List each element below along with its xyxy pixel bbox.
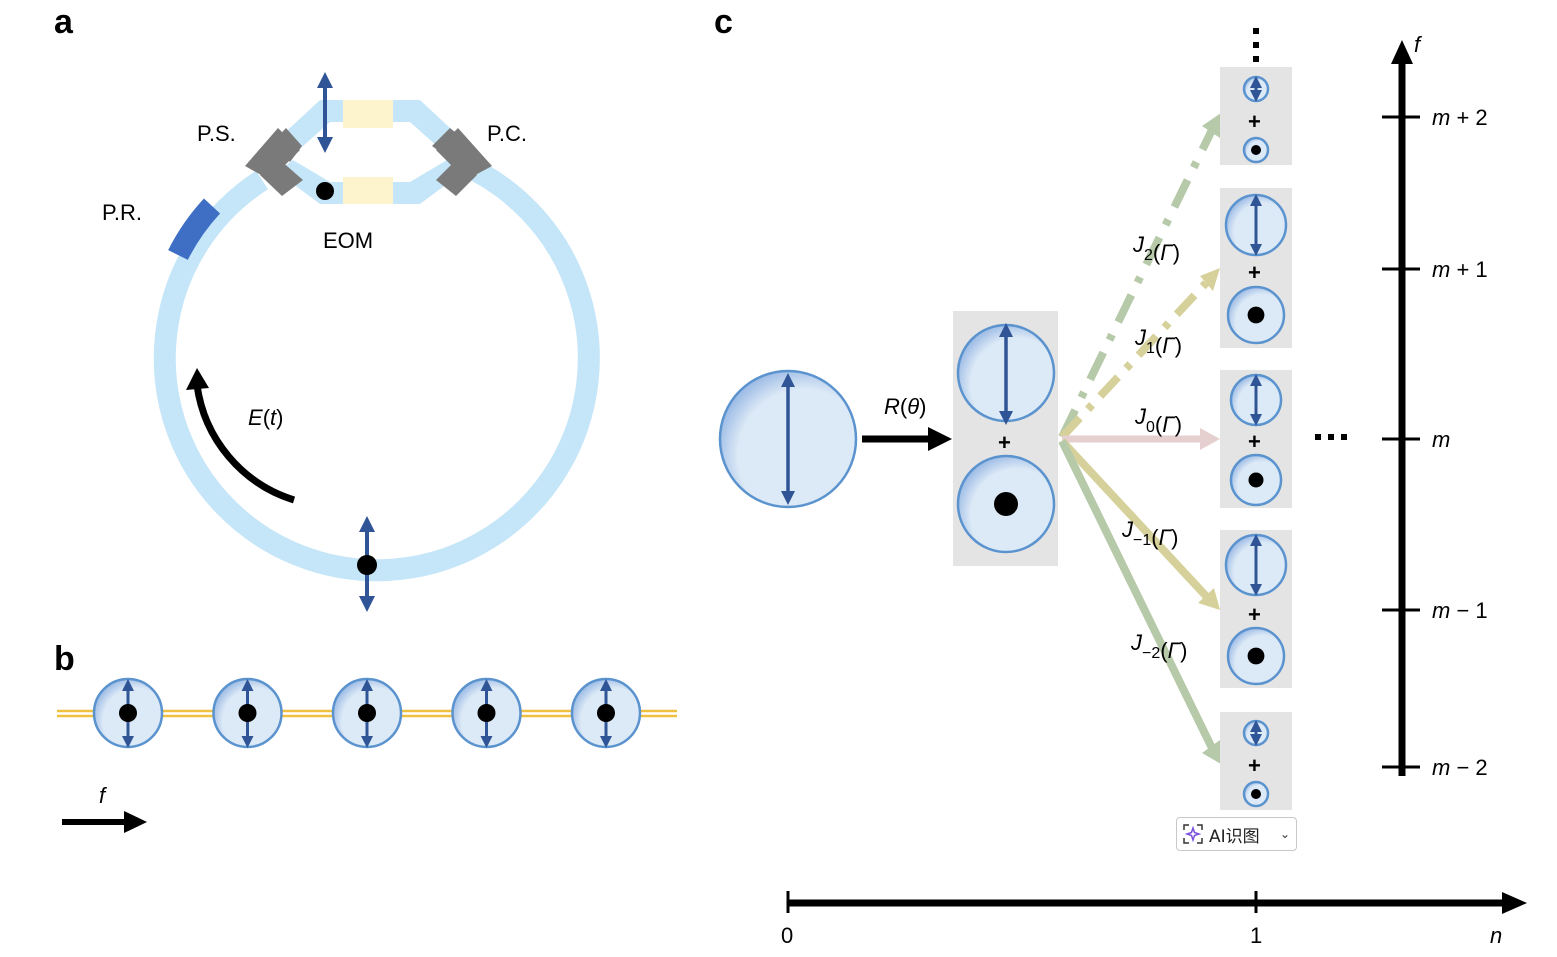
circulation-arrowhead bbox=[186, 368, 209, 390]
fiber-mode bbox=[212, 677, 283, 749]
panel-label-a: a bbox=[54, 3, 74, 41]
panel-c: c R(θ) + bbox=[714, 3, 1527, 948]
panel-b: b f bbox=[54, 640, 677, 833]
plus-sign: + bbox=[1248, 429, 1261, 454]
f-tick-label-4: m − 2 bbox=[1432, 755, 1488, 780]
coupling-arrow-j2 bbox=[1058, 128, 1216, 439]
horizontal-ellipsis bbox=[1315, 434, 1347, 440]
axis-label-f-b: f bbox=[99, 783, 108, 808]
output-box-m-plus-1: + bbox=[1220, 188, 1292, 348]
coupling-arrow-jm2 bbox=[1058, 439, 1216, 750]
f-axis-arrowhead bbox=[1391, 40, 1413, 64]
panel-a: a P.S. P.C. P.R. EOM bbox=[54, 3, 600, 612]
n-axis-label: n bbox=[1490, 923, 1502, 948]
plus-sign: + bbox=[1248, 753, 1261, 778]
n-axis-arrowhead bbox=[1502, 892, 1527, 914]
chevron-down-icon: ⌄ bbox=[1279, 827, 1290, 841]
plus-sign: + bbox=[1248, 260, 1261, 285]
f-axis-label: f bbox=[1414, 32, 1423, 57]
polarization-dot bbox=[316, 182, 334, 200]
decomposed-state-box: + bbox=[953, 311, 1058, 566]
n-tick-label-0: 0 bbox=[781, 923, 793, 948]
label-pr: P.R. bbox=[102, 200, 142, 225]
ring-waveguide bbox=[153, 151, 600, 582]
eom-lower-crystal bbox=[343, 177, 393, 204]
input-mode bbox=[718, 369, 858, 509]
coupling-arrowhead-jm1 bbox=[1198, 588, 1220, 610]
output-box-m-minus-2: + bbox=[1220, 712, 1292, 810]
rotation-label: R(θ) bbox=[884, 394, 926, 419]
f-axis: f m + 2 m + 1 m m − 1 m − 2 bbox=[1382, 32, 1488, 780]
n-axis: 0 1 n bbox=[781, 891, 1527, 948]
output-box-m-plus-2: + bbox=[1220, 67, 1292, 165]
f-tick-label-1: m + 1 bbox=[1432, 257, 1488, 282]
coupling-label-0: J2(Γ) bbox=[1132, 232, 1180, 265]
fiber-mode bbox=[331, 677, 403, 749]
field-label: E(t) bbox=[248, 405, 283, 430]
polarization-switch-coupler bbox=[245, 128, 303, 196]
coupling-label-4: J−2(Γ) bbox=[1130, 630, 1187, 663]
circulation-arrow bbox=[193, 384, 296, 504]
fiber-mode bbox=[451, 677, 522, 749]
polarization-rotator bbox=[168, 198, 221, 261]
coupling-label-2: J0(Γ) bbox=[1134, 404, 1182, 437]
rotation-arrowhead bbox=[928, 427, 952, 451]
eom-upper-crystal bbox=[343, 100, 393, 128]
f-direction-arrowhead bbox=[124, 811, 147, 833]
n-tick-label-1: 1 bbox=[1250, 923, 1262, 948]
plus-sign: + bbox=[1248, 602, 1261, 627]
output-box-m: + bbox=[1220, 370, 1292, 508]
panel-label-b: b bbox=[54, 640, 75, 678]
f-tick-label-2: m bbox=[1432, 427, 1450, 452]
label-pc: P.C. bbox=[487, 121, 527, 146]
eom-interferometer bbox=[277, 100, 463, 204]
coupling-arrowhead-j2 bbox=[1202, 113, 1221, 138]
ai-image-recognition-button[interactable]: AI识图 ⌄ bbox=[1176, 817, 1297, 851]
ai-sparkle-icon bbox=[1183, 824, 1203, 844]
f-tick-label-0: m + 2 bbox=[1432, 105, 1488, 130]
ai-button-label: AI识图 bbox=[1209, 826, 1260, 847]
coupling-arrowhead-j0 bbox=[1200, 428, 1220, 450]
coupling-arrowhead-jm2 bbox=[1202, 740, 1221, 764]
fiber-mode bbox=[92, 677, 164, 749]
bottom-polarization-dot bbox=[357, 555, 377, 575]
coupling-label-1: J1(Γ) bbox=[1134, 325, 1182, 358]
coupling-arrow-jm1 bbox=[1059, 438, 1209, 599]
coupling-arrowhead-j1 bbox=[1200, 268, 1220, 291]
coupling-arrow-j1 bbox=[1059, 280, 1209, 440]
label-eom: EOM bbox=[323, 228, 373, 253]
f-tick-label-3: m − 1 bbox=[1432, 598, 1488, 623]
label-ps: P.S. bbox=[197, 121, 236, 146]
coupling-label-3: J−1(Γ) bbox=[1121, 517, 1178, 550]
fiber-mode bbox=[570, 677, 642, 749]
polarization-controller-coupler bbox=[432, 128, 492, 196]
plus-sign: + bbox=[1248, 109, 1261, 134]
svg-text:+: + bbox=[998, 430, 1011, 455]
vertical-ellipsis bbox=[1253, 28, 1259, 62]
coupling-arrows bbox=[1058, 113, 1221, 764]
panel-label-c: c bbox=[714, 3, 733, 41]
output-box-m-minus-1: + bbox=[1220, 530, 1292, 688]
